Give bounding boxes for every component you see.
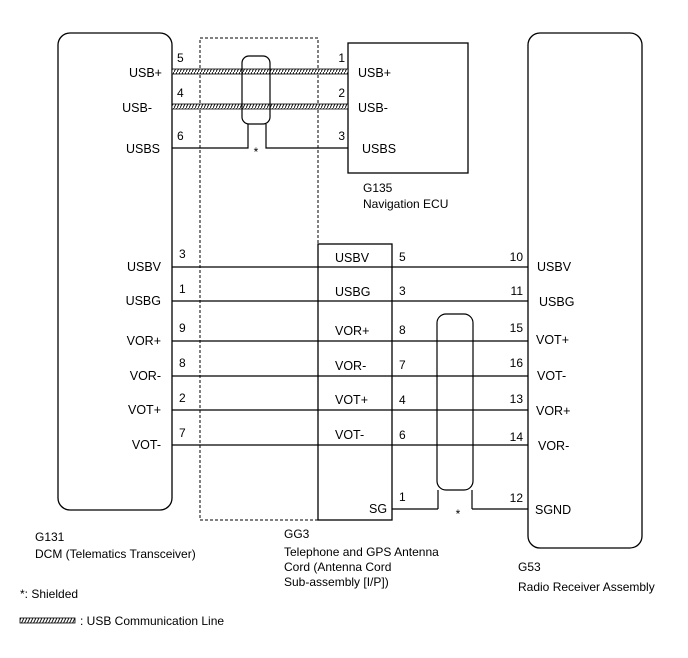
- radio-label-vor-plus: VOR+: [536, 404, 570, 418]
- dcm-pin-usbv: 3: [179, 247, 186, 261]
- gg3-code: GG3: [284, 527, 310, 541]
- g135-name: Navigation ECU: [363, 197, 448, 211]
- cord-pin-vor-minus: 7: [399, 358, 406, 372]
- ecu-label-usbs: USBS: [362, 142, 396, 156]
- radio-pin-vot-plus: 15: [510, 321, 524, 335]
- vo-shield-ellipse: [436, 313, 474, 491]
- radio-receiver-box: [527, 32, 643, 549]
- cord-label-usbv: USBV: [335, 251, 370, 265]
- dcm-label-usbs: USBS: [126, 142, 160, 156]
- dcm-pin-usb-minus: 4: [177, 86, 184, 100]
- radio-label-vor-minus: VOR-: [538, 439, 569, 453]
- ecu-pin-usbs: 3: [338, 129, 345, 143]
- dcm-label-vot-plus: VOT+: [128, 403, 161, 417]
- cord-label-usbg: USBG: [335, 285, 370, 299]
- vo-shield-marker: *: [456, 507, 461, 521]
- radio-label-usbv: USBV: [537, 260, 572, 274]
- gg3-name-line-1: Telephone and GPS Antenna: [284, 545, 439, 559]
- cord-pin-vot-minus: 6: [399, 428, 406, 442]
- g53-code: G53: [518, 560, 541, 574]
- dcm-pin-usbg: 1: [179, 282, 186, 296]
- cord-pin-sg: 1: [399, 490, 406, 504]
- dcm-label-vor-plus: VOR+: [127, 334, 161, 348]
- usbs-drain-wire-left: [172, 124, 249, 149]
- radio-pin-usbv: 10: [510, 250, 524, 264]
- dcm-pin-usbs: 6: [177, 129, 184, 143]
- dcm-label-usb-minus: USB-: [122, 101, 152, 115]
- g135-code: G135: [363, 181, 393, 195]
- dcm-label-vot-minus: VOT-: [132, 438, 161, 452]
- usb-shield-ellipse: [241, 55, 271, 125]
- radio-pin-sgnd: 12: [510, 491, 524, 505]
- cord-pin-usbg: 3: [399, 284, 406, 298]
- ecu-label-usb-minus: USB-: [358, 101, 388, 115]
- legend-usb-line-swatch: [19, 617, 76, 624]
- radio-pin-vor-plus: 13: [510, 392, 524, 406]
- legend-usb-line: : USB Communication Line: [80, 614, 224, 628]
- radio-pin-usbg: 11: [511, 284, 524, 298]
- cord-label-vot-plus: VOT+: [335, 393, 368, 407]
- legend-shielded: *: Shielded: [20, 587, 78, 601]
- radio-label-sgnd: SGND: [535, 503, 571, 517]
- radio-label-vot-plus: VOT+: [536, 333, 569, 347]
- dcm-label-usb-plus: USB+: [129, 66, 162, 80]
- ecu-label-usb-plus: USB+: [358, 66, 391, 80]
- cord-label-vor-plus: VOR+: [335, 324, 369, 338]
- cord-label-vot-minus: VOT-: [335, 428, 364, 442]
- cord-label-sg: SG: [369, 502, 387, 516]
- radio-label-usbg: USBG: [539, 295, 574, 309]
- dcm-pin-vor-plus: 9: [179, 321, 186, 335]
- cord-pin-vot-plus: 4: [399, 393, 406, 407]
- antenna-cord-box: [317, 243, 393, 521]
- ecu-pin-usb-plus: 1: [338, 51, 345, 65]
- usb-shield-marker: *: [254, 145, 259, 159]
- ecu-pin-usb-minus: 2: [338, 86, 345, 100]
- cord-pin-vor-plus: 8: [399, 323, 406, 337]
- g131-name: DCM (Telematics Transceiver): [35, 547, 196, 561]
- radio-pin-vot-minus: 16: [510, 356, 524, 370]
- radio-pin-vor-minus: 14: [510, 430, 524, 444]
- dcm-box: [57, 32, 173, 511]
- dcm-pin-vot-plus: 2: [179, 391, 186, 405]
- dcm-pin-vor-minus: 8: [179, 356, 186, 370]
- dcm-pin-usb-plus: 5: [177, 51, 184, 65]
- gg3-name-line-3: Sub-assembly [I/P]): [284, 575, 389, 589]
- usbs-drain-wire-right: [265, 124, 348, 149]
- dcm-label-usbv: USBV: [127, 260, 162, 274]
- g53-name: Radio Receiver Assembly: [518, 580, 655, 594]
- usb-minus-wire: [171, 103, 349, 110]
- cord-pin-usbv: 5: [399, 250, 406, 264]
- dcm-label-vor-minus: VOR-: [130, 369, 161, 383]
- g131-code: G131: [35, 530, 65, 544]
- dcm-pin-vot-minus: 7: [179, 426, 186, 440]
- dcm-label-usbg: USBG: [126, 294, 161, 308]
- cord-label-vor-minus: VOR-: [335, 359, 366, 373]
- radio-label-vot-minus: VOT-: [537, 369, 566, 383]
- gg3-name-line-2: Cord (Antenna Cord: [284, 560, 391, 574]
- radio-wire-lines: [172, 266, 528, 510]
- dashed-connector-region: [199, 37, 319, 521]
- usb-plus-wire: [171, 68, 349, 75]
